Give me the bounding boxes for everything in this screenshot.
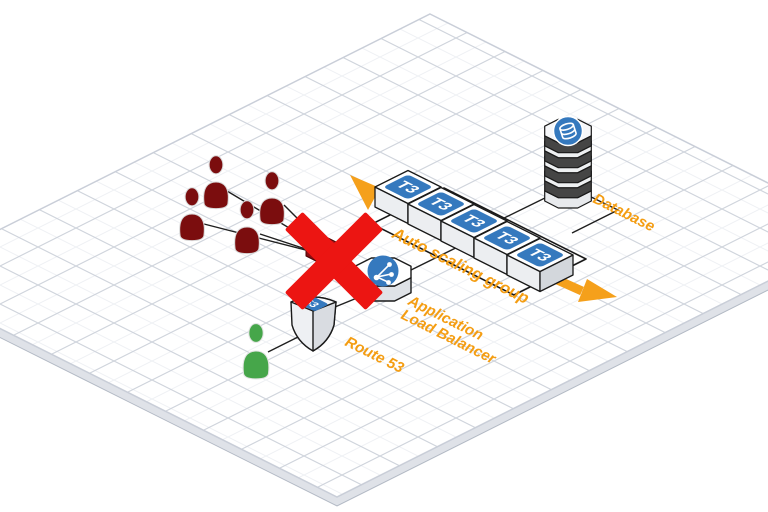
user-icon — [234, 200, 260, 255]
database-glyph — [559, 122, 577, 140]
instance-badge: T3 — [451, 209, 497, 233]
scaling-arrow-left-head — [350, 175, 380, 210]
instance-badge: T3 — [517, 243, 563, 267]
user-icon — [179, 187, 205, 242]
database-icon — [544, 115, 592, 209]
asg-instances: T3 T3 T3 — [374, 169, 574, 293]
instance-badge: T3 — [385, 175, 431, 199]
connector-user-route53 — [267, 335, 301, 353]
t3-instance-icon: T3 — [506, 237, 574, 293]
alb-branch-glyph — [373, 262, 394, 285]
connector-db-asg-right — [571, 194, 620, 234]
user-icon — [203, 155, 229, 210]
user-icon — [259, 171, 285, 226]
instance-badge: T3 — [484, 226, 530, 250]
route53-badge-text: 53 — [300, 298, 322, 309]
blocked-x-icon — [285, 212, 383, 310]
users-group-icon — [179, 155, 285, 255]
database-circle — [552, 115, 584, 147]
scaling-arrow-right-head — [578, 279, 617, 302]
instance-badge: T3 — [418, 192, 464, 216]
connector-db-asg-left — [497, 195, 550, 222]
allowed-user-icon — [242, 323, 270, 380]
